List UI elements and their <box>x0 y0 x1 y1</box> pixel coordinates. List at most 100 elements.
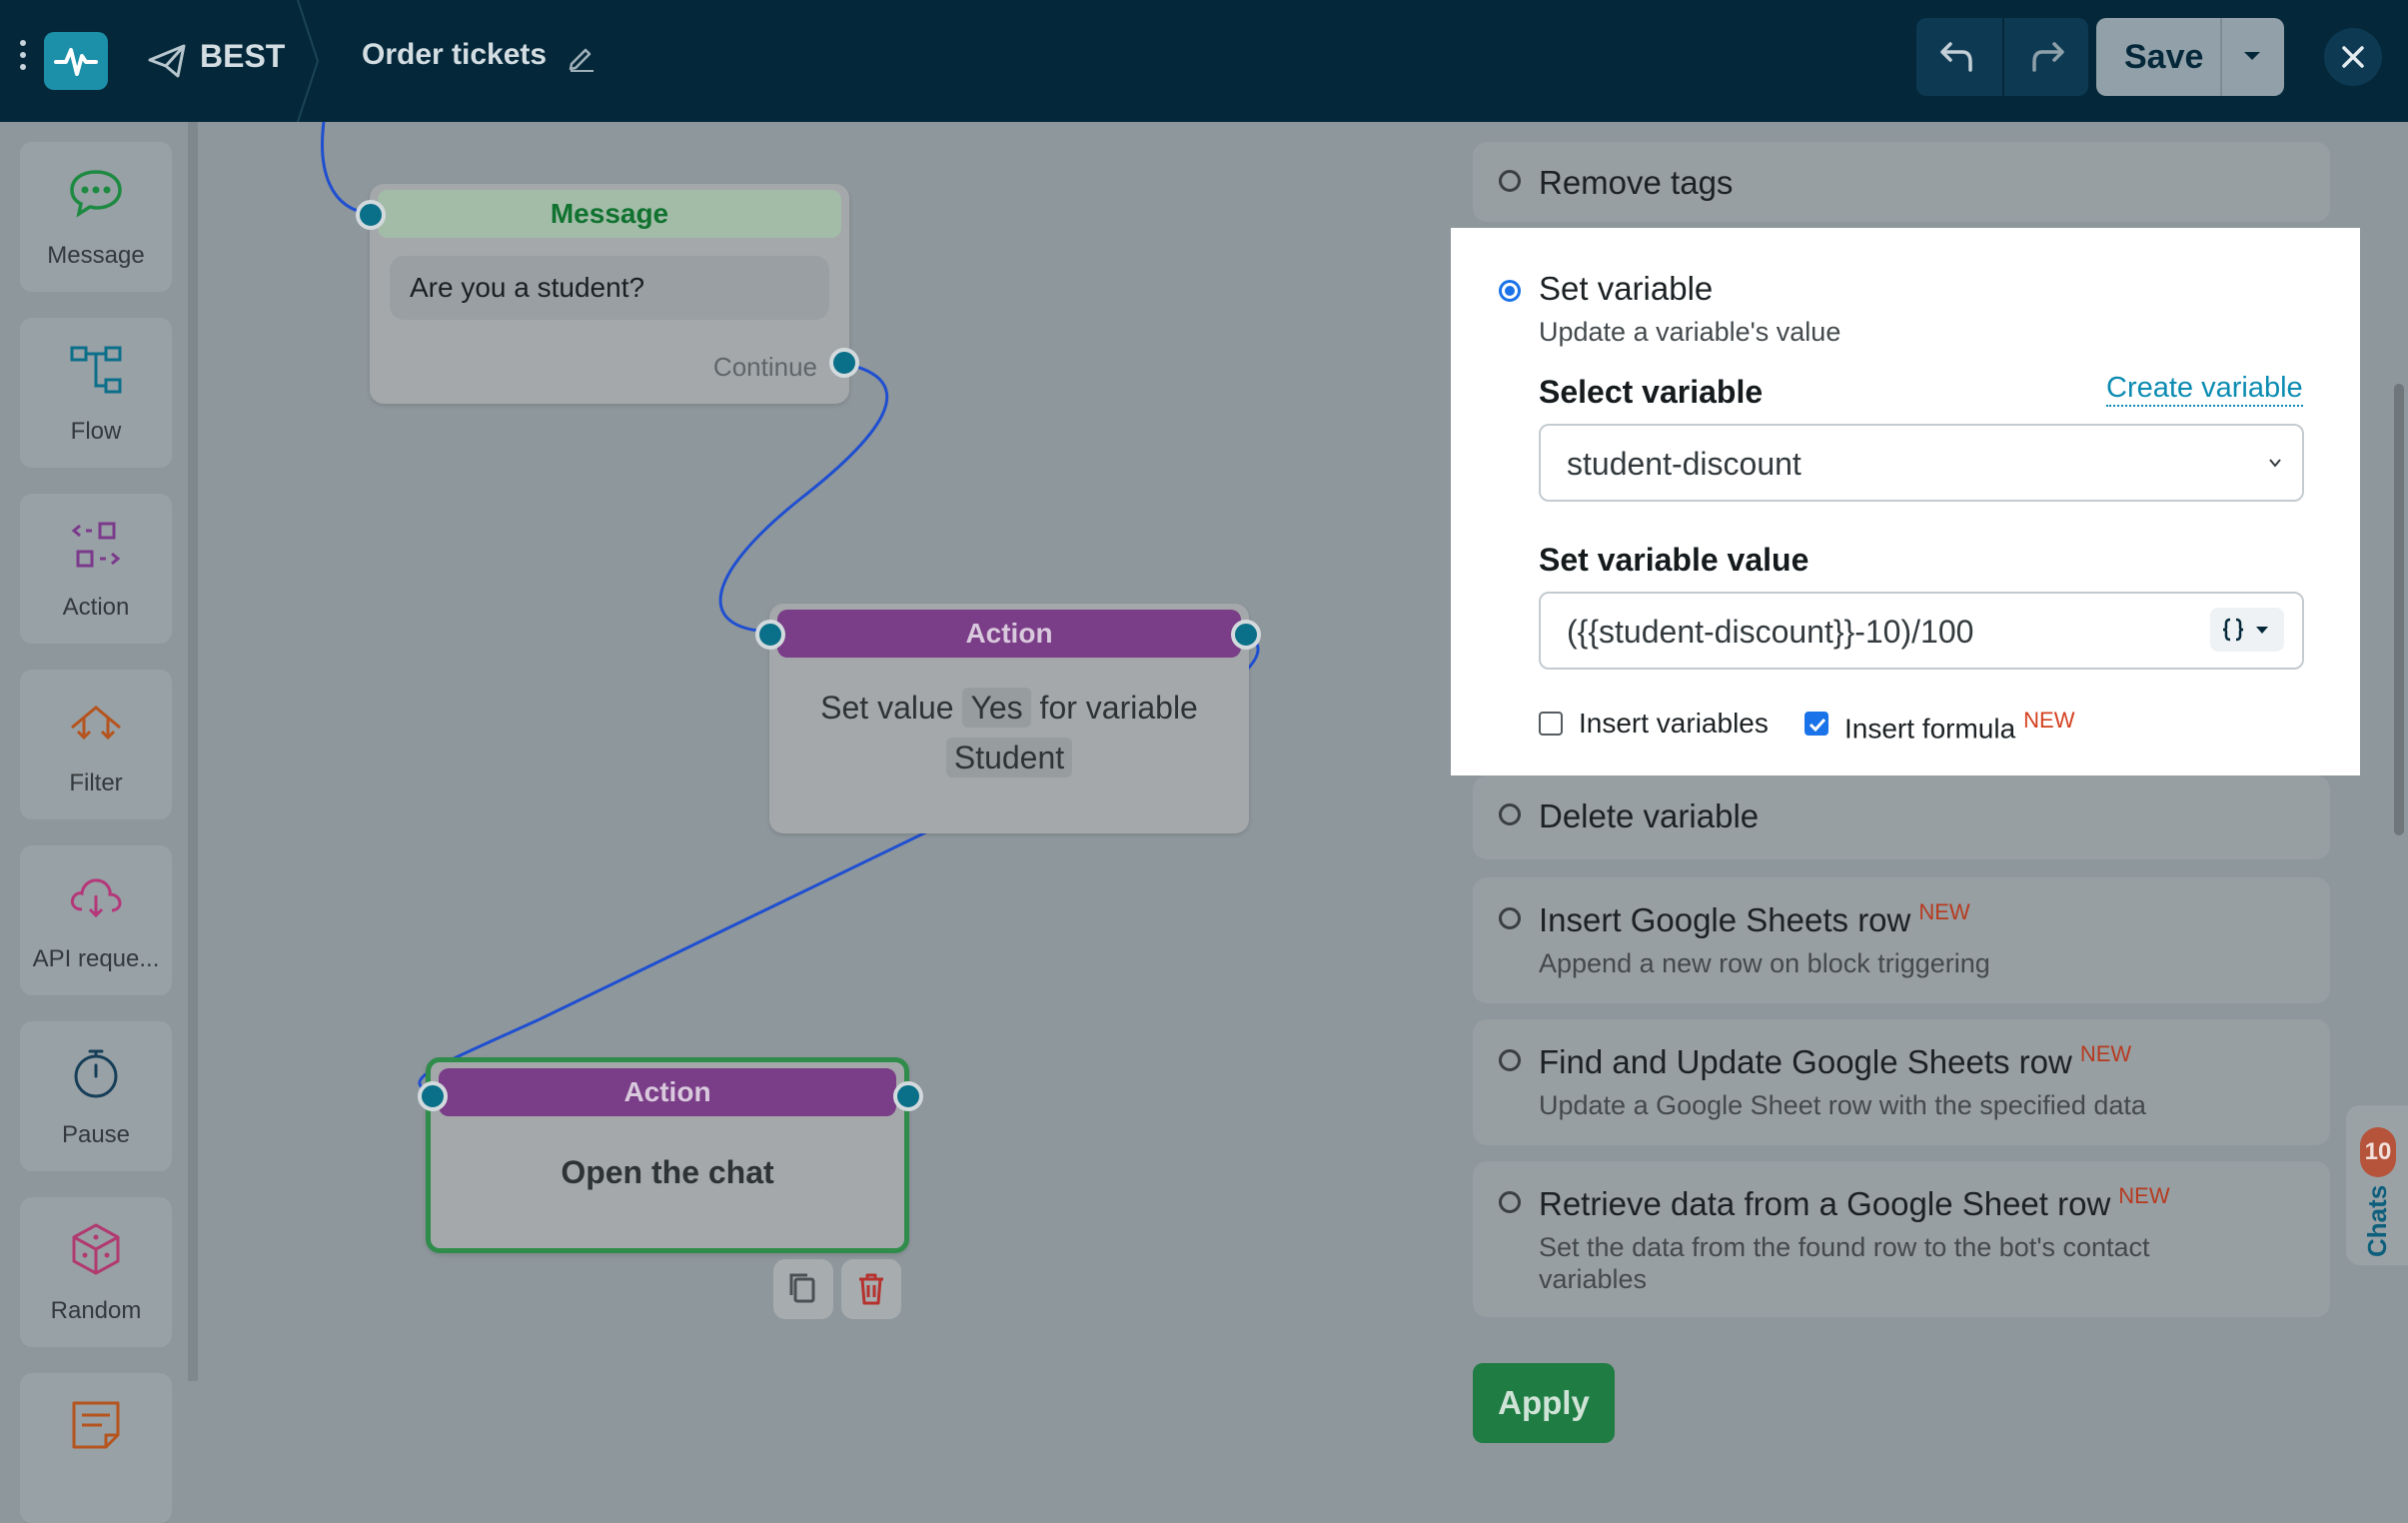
option-title: Set variable <box>1539 270 1714 307</box>
message-input-port[interactable] <box>356 200 386 230</box>
radio-delete-variable[interactable] <box>1499 803 1521 825</box>
top-bar: BEST Order tickets Save <box>0 0 2408 122</box>
chats-count-badge: 10 <box>2360 1127 2396 1177</box>
palette-item-filter[interactable]: Filter <box>20 670 172 819</box>
action-prefix: Set value <box>820 690 954 726</box>
action-node-header: Action <box>439 1068 896 1116</box>
option-title-wrap: Retrieve data from a Google Sheet row NEW <box>1539 1183 2170 1223</box>
history-controls <box>1916 18 2088 96</box>
palette-item-note[interactable] <box>20 1373 172 1523</box>
app-logo-icon[interactable] <box>44 32 108 90</box>
continue-label: Continue <box>712 352 817 382</box>
new-badge: NEW <box>1918 899 1970 924</box>
create-variable-link[interactable]: Create variable <box>2106 372 2303 407</box>
palette-label: Filter <box>69 769 123 796</box>
dice-icon <box>72 1223 120 1275</box>
insert-formula-text: Insert formula <box>1844 713 2016 745</box>
message-node[interactable]: Message Are you a student? Continue <box>370 184 849 404</box>
palette-label: API reque... <box>32 945 160 972</box>
option-remove-tags[interactable]: Remove tags <box>1473 142 2330 222</box>
new-badge: NEW <box>2023 708 2075 733</box>
message-text: Are you a student? <box>390 256 829 320</box>
palette-item-flow[interactable]: Flow <box>20 318 172 468</box>
insert-variables-checkbox[interactable] <box>1539 712 1563 736</box>
undo-icon <box>1940 42 1972 72</box>
cloud-icon <box>70 878 122 918</box>
redo-button[interactable] <box>2002 18 2088 96</box>
save-button[interactable]: Save <box>2124 38 2204 76</box>
action1-output-port[interactable] <box>1231 620 1261 650</box>
radio-insert-sheets-row[interactable] <box>1499 907 1521 929</box>
option-subtitle-line2: variables <box>1539 1264 1648 1294</box>
checkmark-icon <box>1808 718 1826 733</box>
edit-pencil-icon[interactable] <box>566 40 598 72</box>
set-variable-highlight: Set variable Update a variable's value S… <box>1451 228 2360 775</box>
palette-item-random[interactable]: Random <box>20 1197 172 1347</box>
new-badge: NEW <box>2118 1183 2170 1208</box>
action-node-open-chat[interactable]: Action Open the chat <box>426 1057 909 1253</box>
action-node-set-value[interactable]: Action Set value Yes for variable Studen… <box>769 604 1249 833</box>
undo-button[interactable] <box>1916 18 2004 96</box>
palette-label: Action <box>62 594 130 621</box>
radio-find-update-sheets-row[interactable] <box>1499 1049 1521 1071</box>
option-insert-sheets-row[interactable]: Insert Google Sheets row NEW Append a new… <box>1473 877 2330 1003</box>
save-options-chevron-icon[interactable] <box>2244 52 2260 60</box>
continue-output-port[interactable] <box>829 348 859 378</box>
value-tag: Yes <box>962 688 1031 728</box>
palette-label: Random <box>50 1297 142 1324</box>
palette-scrollbar[interactable] <box>188 122 198 1381</box>
palette-item-pause[interactable]: Pause <box>20 1021 172 1171</box>
close-button[interactable] <box>2324 28 2382 86</box>
copy-icon <box>789 1273 815 1303</box>
radio-set-variable[interactable] <box>1499 280 1521 302</box>
option-title: Retrieve data from a Google Sheet row <box>1539 1185 2111 1222</box>
palette-item-message[interactable]: Message <box>20 142 172 292</box>
chat-bubble-icon <box>70 170 122 218</box>
option-retrieve-sheets-row[interactable]: Retrieve data from a Google Sheet row NEW… <box>1473 1161 2330 1317</box>
action-icon <box>71 522 121 568</box>
panel-scrollbar[interactable] <box>2394 384 2404 835</box>
variable-select[interactable]: student-discount <box>1539 424 2304 502</box>
selected-variable: student-discount <box>1567 446 1802 482</box>
palette-label: Flow <box>70 418 122 445</box>
option-subtitle-line1: Set the data from the found row to the b… <box>1539 1232 2150 1262</box>
duplicate-node-button[interactable] <box>773 1259 833 1319</box>
close-icon <box>2342 46 2364 68</box>
insert-variable-dropdown[interactable] <box>2210 608 2284 652</box>
action-description-line1: Set value Yes for variable <box>769 688 1249 728</box>
palette-item-api-request[interactable]: API reque... <box>20 845 172 995</box>
palette-label: Message <box>47 242 145 269</box>
more-menu-icon[interactable] <box>18 40 28 80</box>
action-middle: for variable <box>1039 690 1198 726</box>
chats-tab[interactable]: 10 Chats <box>2346 1105 2408 1265</box>
palette-item-action[interactable]: Action <box>20 494 172 644</box>
select-variable-label: Select variable <box>1539 374 1764 410</box>
option-subtitle: Append a new row on block triggering <box>1539 948 1990 978</box>
new-badge: NEW <box>2079 1041 2132 1066</box>
breadcrumb-separator <box>297 0 320 122</box>
insert-formula-checkbox[interactable] <box>1805 712 1828 736</box>
bot-name[interactable]: BEST <box>200 38 286 74</box>
action2-output-port[interactable] <box>893 1081 923 1111</box>
telegram-icon <box>148 44 186 78</box>
chevron-down-icon <box>2269 459 2281 468</box>
option-delete-variable[interactable]: Delete variable <box>1473 775 2330 859</box>
flow-icon <box>70 346 122 394</box>
action1-input-port[interactable] <box>755 620 785 650</box>
action2-input-port[interactable] <box>418 1081 448 1111</box>
apply-button[interactable]: Apply <box>1473 1363 1615 1443</box>
delete-node-button[interactable] <box>841 1259 901 1319</box>
option-title: Insert Google Sheets row <box>1539 901 1911 938</box>
radio-remove-tags[interactable] <box>1499 170 1521 192</box>
option-title: Delete variable <box>1539 797 1760 834</box>
chats-label: Chats <box>2362 1184 2392 1257</box>
save-split-button: Save <box>2096 18 2284 96</box>
message-node-header: Message <box>378 190 841 238</box>
option-set-variable[interactable]: Set variable Update a variable's value S… <box>1473 246 2338 754</box>
action-description-line2: Student <box>769 738 1249 777</box>
radio-retrieve-sheets-row[interactable] <box>1499 1191 1521 1213</box>
variable-value-input[interactable]: ({{student-discount}}-10)/100 <box>1539 592 2304 670</box>
option-subtitle: Update a variable's value <box>1539 317 1841 347</box>
